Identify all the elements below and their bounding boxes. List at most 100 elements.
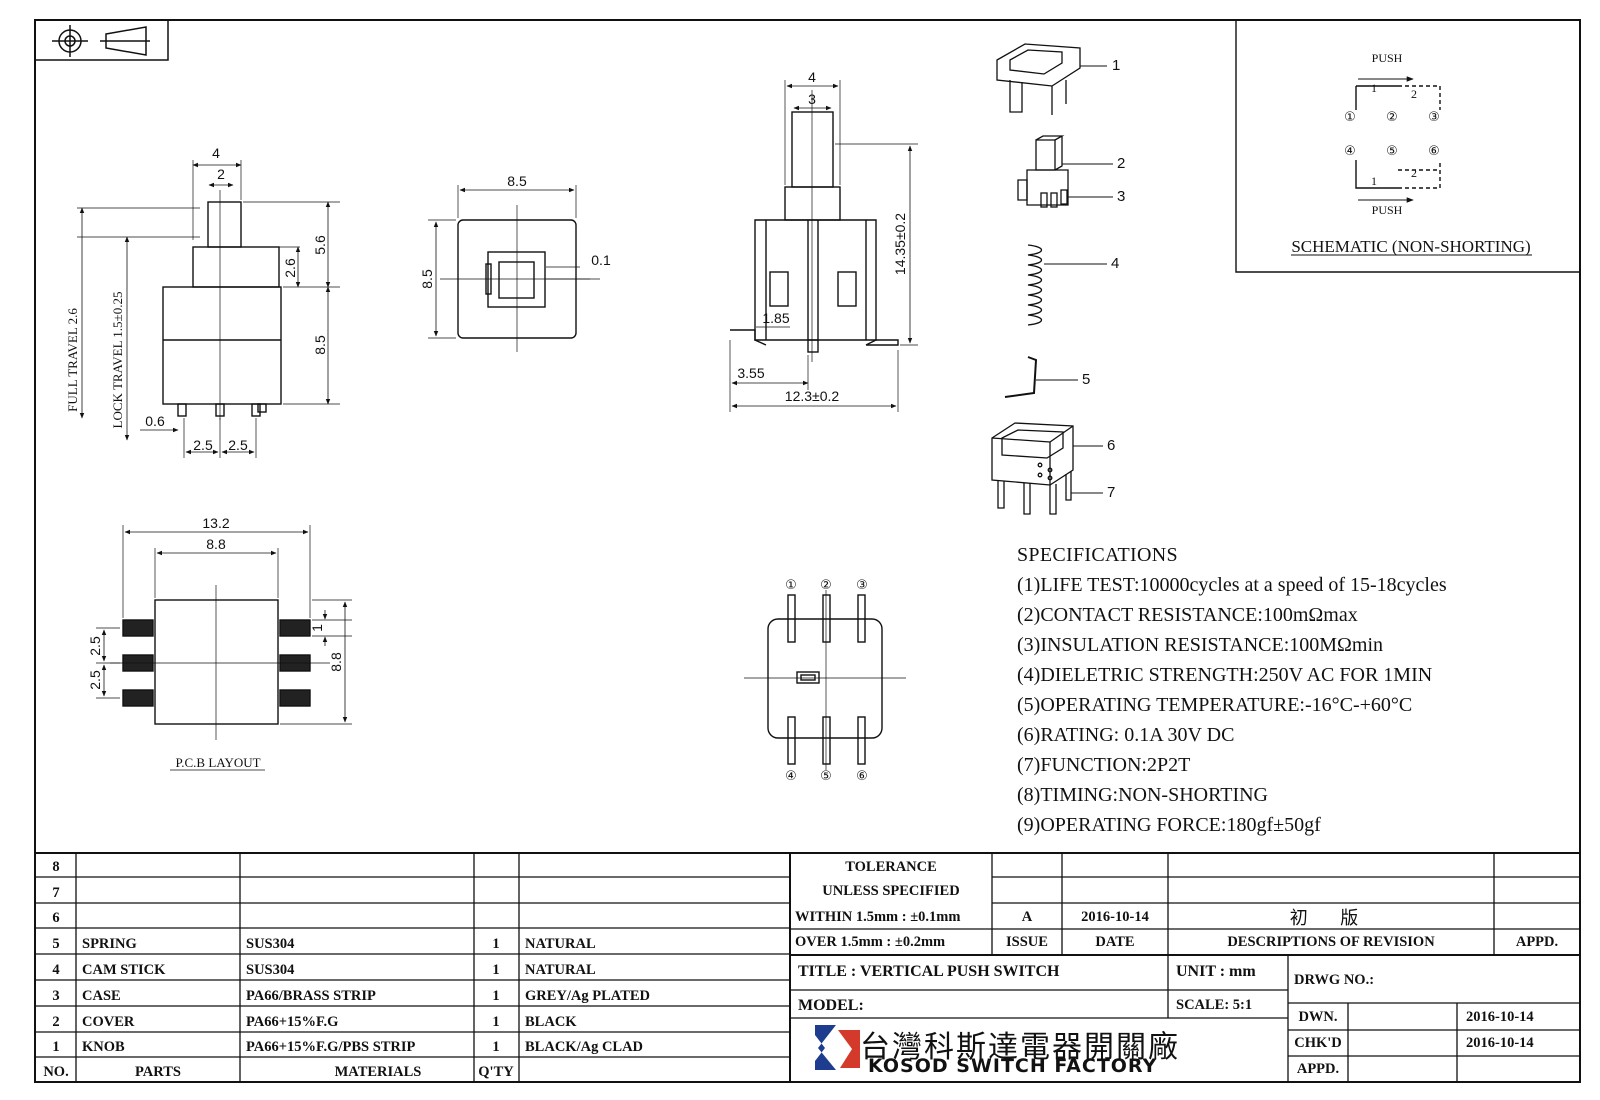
title-block-grid: [35, 852, 1580, 1082]
bom-cell-part: COVER: [82, 1014, 135, 1030]
spec-item: (4)DIELETRIC STRENGTH:250V AC FOR 1MIN: [1017, 664, 1433, 686]
dim-pcb-w88: 8.8: [206, 536, 226, 552]
bom-cell-finish: NATURAL: [525, 936, 596, 952]
dim-side-h56: 5.6: [312, 235, 328, 255]
spec-item: (3)INSULATION RESISTANCE:100MΩmin: [1017, 634, 1384, 656]
projection-symbol-icon: [34, 19, 169, 61]
bom-cell-no: 5: [52, 936, 60, 952]
schematic-pin-5: ⑤: [1386, 143, 1398, 158]
bom-cell-part: SPRING: [82, 936, 137, 952]
part-cam-stick-icon: [1017, 135, 1113, 208]
tolerance-line1: TOLERANCE: [845, 859, 937, 875]
drawing-scale: SCALE: 5:1: [1176, 997, 1253, 1013]
bom-cell-part: KNOB: [82, 1039, 125, 1055]
dim-side-h26: 2.6: [282, 258, 298, 278]
bom-cell-no: 1: [52, 1039, 60, 1055]
schematic-push-bottom: PUSH: [1372, 203, 1403, 217]
bom-cell-material: SUS304: [246, 936, 295, 952]
bom-cell-no: 8: [52, 859, 60, 875]
bom-cell-no: 7: [52, 885, 60, 901]
drawing-title: TITLE : VERTICAL PUSH SWITCH: [798, 963, 1060, 980]
bom-cell-finish: BLACK: [525, 1014, 577, 1030]
dim-side-w-inner: 2: [217, 166, 225, 182]
pin-label-1: ①: [785, 577, 797, 592]
revision-issue-header: ISSUE: [1006, 934, 1048, 950]
full-travel-label: FULL TRAVEL 2.6: [65, 308, 80, 412]
part-wire-icon: [1004, 356, 1078, 398]
schematic-contact-4: 2: [1411, 166, 1417, 180]
revision-description: 初 版: [1289, 908, 1373, 928]
appd-label: APPD.: [1296, 1061, 1340, 1077]
callout-4: 4: [1111, 255, 1119, 272]
pin-label-2: ②: [820, 577, 832, 592]
callout-5: 5: [1082, 371, 1090, 388]
bom-cell-no: 4: [52, 962, 60, 978]
drawing-number-label: DRWG NO.:: [1294, 972, 1375, 988]
bom-header-materials: MATERIALS: [334, 1064, 422, 1080]
company-name-english: KOSOD SWITCH FACTORY: [868, 1055, 1158, 1077]
schematic-pin-4: ④: [1344, 143, 1356, 158]
schematic-push-top: PUSH: [1372, 51, 1403, 65]
dim-top-w: 8.5: [507, 173, 527, 189]
revision-description-header: DESCRIPTIONS OF REVISION: [1227, 934, 1435, 950]
sheet-border: [34, 19, 1581, 1083]
bom-cell-part: CASE: [82, 988, 121, 1004]
dim-front-w4: 4: [808, 69, 816, 85]
dim-side-pitch-b: 2.5: [228, 437, 248, 453]
pin-label-5: ⑤: [820, 768, 832, 783]
spec-item: (2)CONTACT RESISTANCE:100mΩmax: [1017, 604, 1358, 626]
dim-front-width: 12.3±0.2: [785, 388, 840, 404]
tolerance-line2: UNLESS SPECIFIED: [822, 883, 960, 899]
lock-travel-label: LOCK TRAVEL 1.5±0.25: [110, 292, 125, 429]
company-logo-icon: [815, 1025, 860, 1070]
exploded-view: [991, 43, 1113, 515]
revision-date-header: DATE: [1095, 934, 1135, 950]
dim-pcb-p25b: 2.5: [87, 670, 103, 690]
part-case-icon: [991, 422, 1103, 515]
bom-header-no: NO.: [43, 1064, 69, 1080]
top-view: [428, 185, 600, 352]
bom-cell-no: 2: [52, 1014, 60, 1030]
callout-6: 6: [1107, 437, 1115, 454]
dim-top-gap: 0.1: [591, 252, 611, 268]
dim-front-d185: 1.85: [762, 310, 789, 326]
tolerance-over: OVER 1.5mm : ±0.2mm: [795, 934, 946, 950]
bom-header-parts: PARTS: [135, 1064, 181, 1080]
spec-item: (6)RATING: 0.1A 30V DC: [1017, 724, 1235, 746]
side-view: [77, 160, 340, 458]
bom-cell-qty: 1: [492, 1014, 500, 1030]
revision-appd-header: APPD.: [1515, 934, 1559, 950]
pcb-layout: [96, 525, 352, 771]
dim-front-height: 14.35±0.2: [892, 213, 908, 275]
dim-side-pin-w: 0.6: [145, 413, 165, 429]
bom-cell-no: 3: [52, 988, 60, 1004]
schematic-pin-3: ③: [1428, 109, 1440, 124]
dim-side-pitch-a: 2.5: [193, 437, 213, 453]
part-spring-icon: [1027, 244, 1107, 326]
dim-side-h85: 8.5: [312, 335, 328, 355]
spec-item: (7)FUNCTION:2P2T: [1017, 754, 1191, 776]
pin-label-3: ③: [856, 577, 868, 592]
bom-cell-material: PA66/BRASS STRIP: [246, 988, 376, 1004]
schematic-box: [1235, 20, 1580, 273]
drawing-unit: UNIT : mm: [1176, 963, 1256, 980]
pcb-layout-label: P.C.B LAYOUT: [175, 755, 260, 770]
spec-item: (8)TIMING:NON-SHORTING: [1017, 784, 1268, 806]
dwn-date: 2016-10-14: [1466, 1009, 1534, 1025]
specifications-title: SPECIFICATIONS: [1017, 544, 1178, 566]
bom-cell-no: 6: [52, 910, 60, 926]
tolerance-within: WITHIN 1.5mm : ±0.1mm: [795, 909, 961, 925]
callout-1: 1: [1112, 57, 1120, 74]
bom-header-qty: Q'TY: [478, 1064, 514, 1080]
dim-pcb-h88: 8.8: [328, 652, 344, 672]
spec-item: (5)OPERATING TEMPERATURE:-16°C-+60°C: [1017, 694, 1413, 716]
bom-cell-finish: GREY/Ag PLATED: [525, 988, 651, 1004]
callout-3: 3: [1117, 188, 1125, 205]
bom-cell-part: CAM STICK: [82, 962, 166, 978]
dim-side-w-top: 4: [212, 145, 220, 161]
bom-cell-qty: 1: [492, 1039, 500, 1055]
revision-issue: A: [1021, 909, 1033, 925]
specifications-panel: SPECIFICATIONS (1)LIFE TEST:10000cycles …: [1017, 540, 1592, 840]
pin-label-4: ④: [785, 768, 797, 783]
